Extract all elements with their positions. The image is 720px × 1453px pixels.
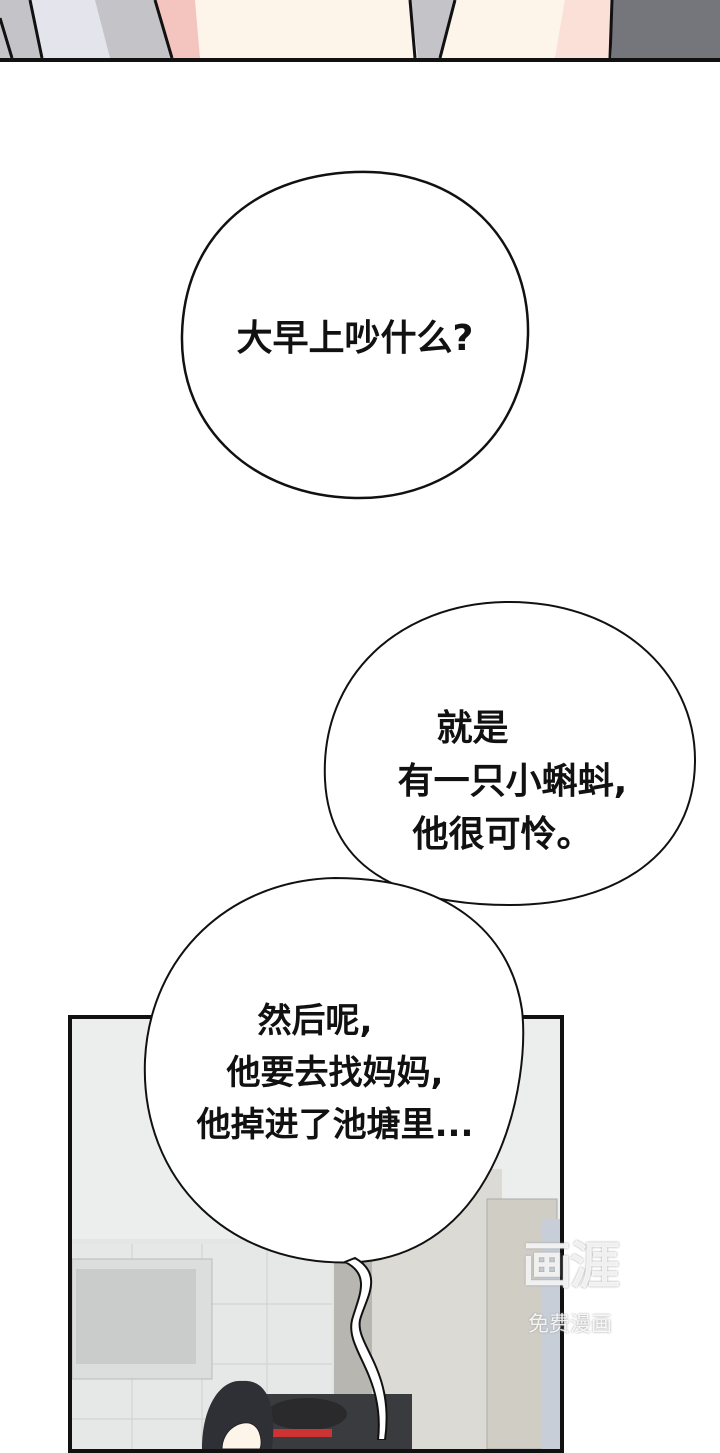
bubble-line: 就是 <box>436 708 509 749</box>
bubble-line: 大早上吵什么? <box>236 318 474 359</box>
speech-bubble-1 <box>180 170 530 500</box>
bubble-line: 他掉进了池塘里... <box>196 1105 474 1145</box>
watermark-caption: 免费漫画 <box>528 1312 612 1336</box>
bubble-2-text: 就是 有一只小蝌蚪, 他很可怜。 <box>330 702 695 861</box>
bubble-line: 有一只小蝌蚪, <box>397 761 628 802</box>
top-comic-panel <box>0 0 720 62</box>
speech-bubble-2 <box>323 600 697 907</box>
top-panel-art <box>0 0 720 58</box>
bubble-1-text: 大早上吵什么? <box>182 312 528 365</box>
bubble-line: 然后呢, <box>257 1001 373 1041</box>
bubble-line: 他要去找妈妈, <box>226 1053 444 1093</box>
bubble-3-text: 然后呢, 他要去找妈妈, 他掉进了池塘里... <box>150 995 520 1151</box>
speech-bubble-tail <box>342 1256 388 1440</box>
watermark-logo: 画涯 <box>522 1237 620 1295</box>
bubble-line: 他很可怜。 <box>412 814 593 855</box>
